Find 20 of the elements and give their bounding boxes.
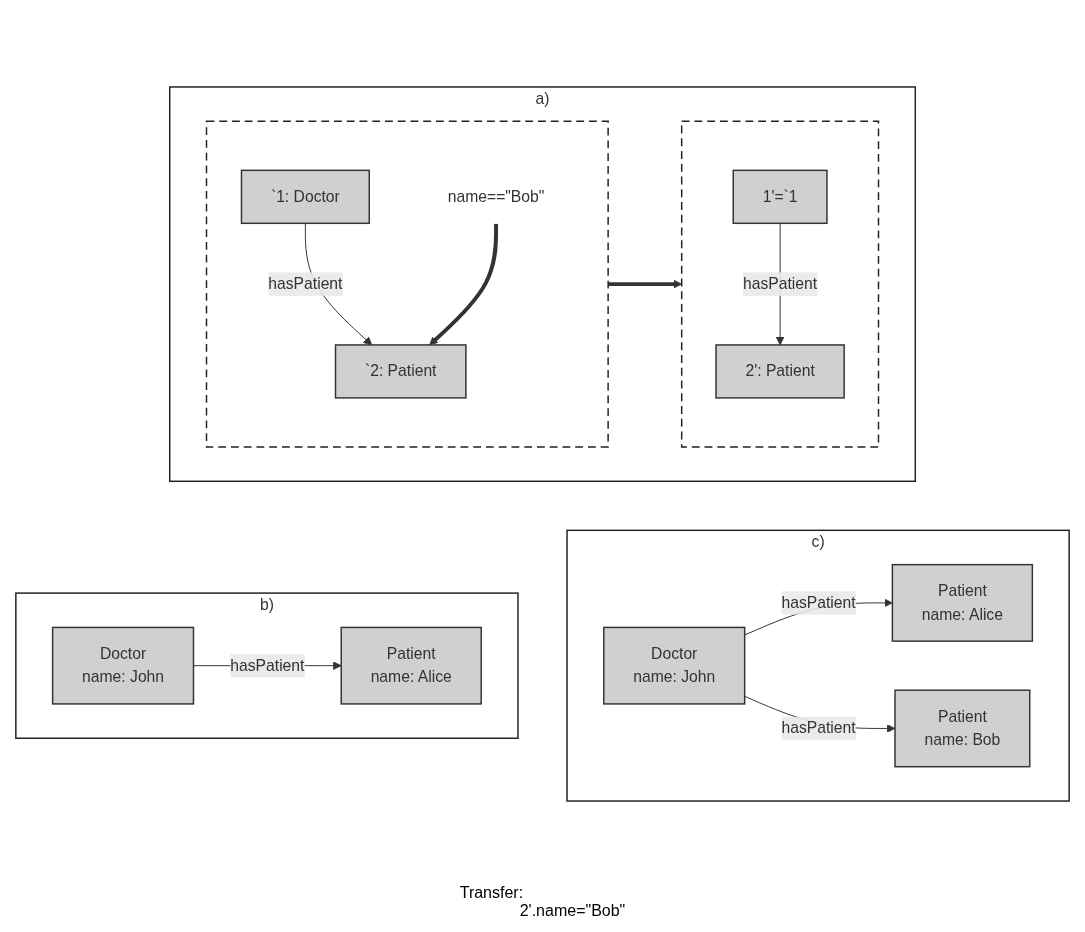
node-box: Patient name: Alice xyxy=(340,626,482,705)
note-text: 2'.name="Bob" xyxy=(518,902,626,920)
node-box: `2: Patient xyxy=(334,344,467,399)
node-box: Patient name: Alice xyxy=(891,563,1034,642)
node-box: `1: Doctor xyxy=(240,169,370,225)
note-text: Transfer: xyxy=(459,884,525,902)
node-box: Patient name: Bob xyxy=(894,689,1031,768)
edge-label: hasPatient xyxy=(268,275,343,292)
node-text: name=="Bob" xyxy=(447,188,545,205)
node-box: Doctor name: John xyxy=(51,626,195,705)
edge-label: hasPatient xyxy=(781,719,856,737)
node-box: 2': Patient xyxy=(715,344,845,399)
cluster xyxy=(205,120,609,448)
cluster xyxy=(680,120,880,448)
edge-label: hasPatient xyxy=(230,656,305,674)
edge-label: hasPatient xyxy=(781,594,856,611)
edge-label: hasPatient xyxy=(743,275,818,292)
node-box: 1'=`1 xyxy=(732,169,828,225)
node-box: Doctor name: John xyxy=(603,626,746,705)
arrow xyxy=(429,223,498,346)
